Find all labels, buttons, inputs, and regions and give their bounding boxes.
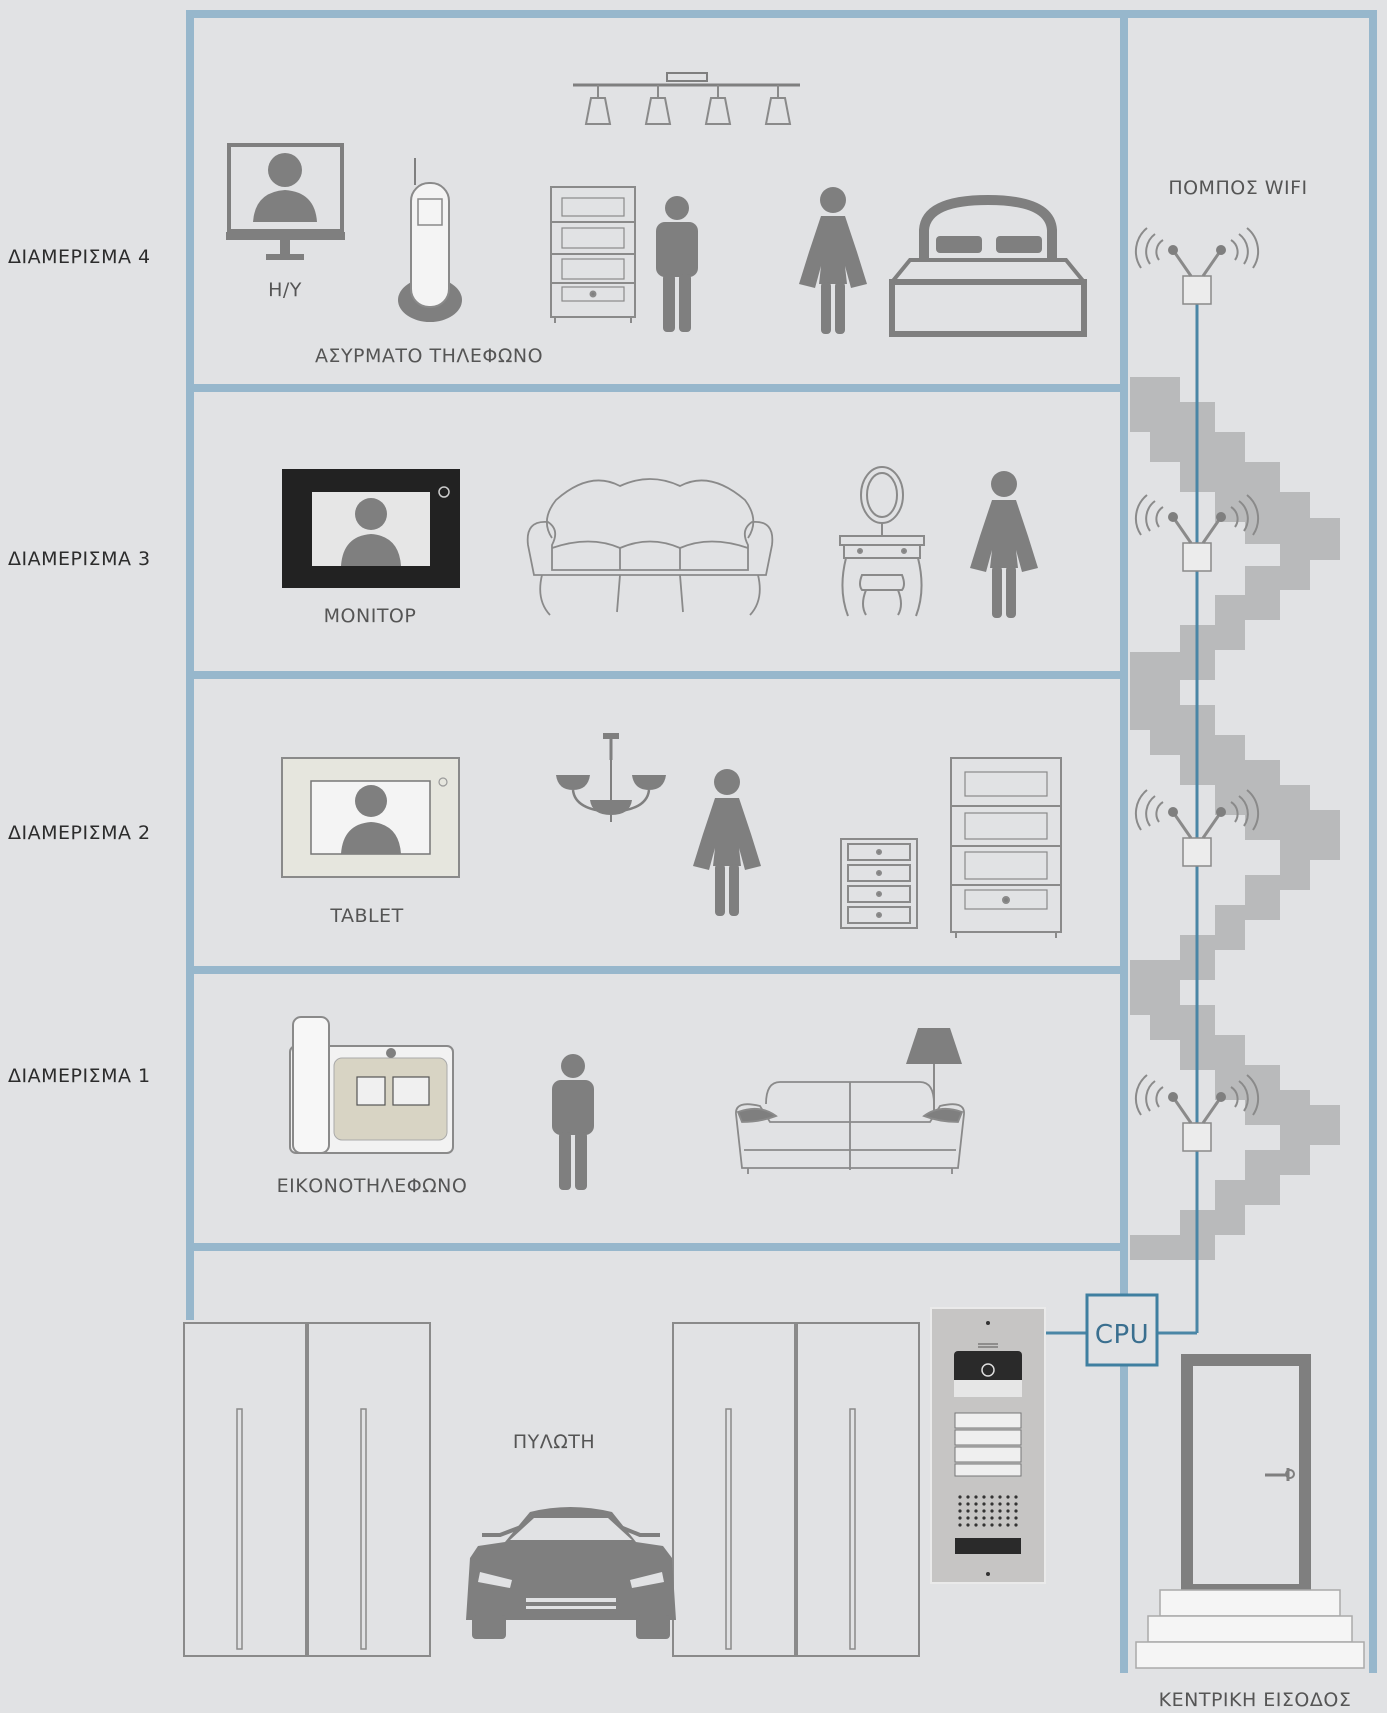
video-intercom-icon (289, 1016, 454, 1154)
cpu-label: CPU (1095, 1320, 1149, 1350)
woman-icon (970, 471, 1038, 618)
entry-panel-icon (930, 1307, 1046, 1584)
pilotis-label: ΠΥΛΩΤΗ (513, 1431, 595, 1453)
entrance-door-icon (1181, 1354, 1311, 1596)
bookcase-icon (550, 186, 636, 323)
garage-door (672, 1322, 796, 1657)
bed-icon (889, 194, 1087, 337)
staircase (1130, 377, 1340, 1260)
floor-label-4: ΔΙΑΜΕΡΙΣΜΑ 4 (8, 246, 151, 268)
wifi-transmitter-label: ΠΟΜΠΟΣ WIFI (1168, 177, 1307, 199)
video-intercom-label: ΕΙΚΟΝΟΤΗΛΕΦΩΝΟ (277, 1175, 468, 1197)
ceiling-spotlights-icon (573, 72, 800, 125)
garage-door (307, 1322, 431, 1657)
woman-icon (693, 769, 761, 916)
computer-icon (226, 143, 345, 260)
building-walls (186, 10, 1377, 1673)
drawer-chest-icon (840, 838, 918, 929)
monitor-label: ΜΟΝΙΤΟΡ (324, 605, 417, 627)
cordless-phone-icon (398, 158, 462, 322)
dressing-table-icon (839, 466, 925, 617)
wifi-transmitter-icon (1134, 226, 1260, 306)
floor-label-1: ΔΙΑΜΕΡΙΣΜΑ 1 (8, 1065, 151, 1087)
floor-label-2: ΔΙΑΜΕΡΙΣΜΑ 2 (8, 822, 151, 844)
sofa-classic-icon (526, 478, 774, 616)
tablet-icon (281, 757, 460, 878)
chandelier-icon (556, 733, 666, 822)
floor-label-3: ΔΙΑΜΕΡΙΣΜΑ 3 (8, 548, 151, 570)
bookcase-icon (950, 757, 1062, 938)
garage-door (183, 1322, 307, 1657)
man-icon (552, 1054, 594, 1190)
main-entrance-label: ΚΕΝΤΡΙΚΗ ΕΙΣΟΔΟΣ (1159, 1689, 1352, 1711)
woman-icon (799, 187, 867, 334)
sofa-modern-icon (735, 1081, 965, 1174)
man-icon (656, 196, 698, 332)
garage-door (796, 1322, 920, 1657)
cordless-phone-label: ΑΣΥΡΜΑΤΟ ΤΗΛΕΦΩΝΟ (315, 345, 543, 367)
entrance-steps-icon (1135, 1589, 1365, 1669)
car-icon (466, 1507, 676, 1639)
monitor-icon (282, 469, 460, 588)
cpu-box (1085, 1293, 1159, 1367)
tablet-label: TABLET (329, 905, 403, 927)
computer-label: Η/Υ (268, 279, 302, 301)
